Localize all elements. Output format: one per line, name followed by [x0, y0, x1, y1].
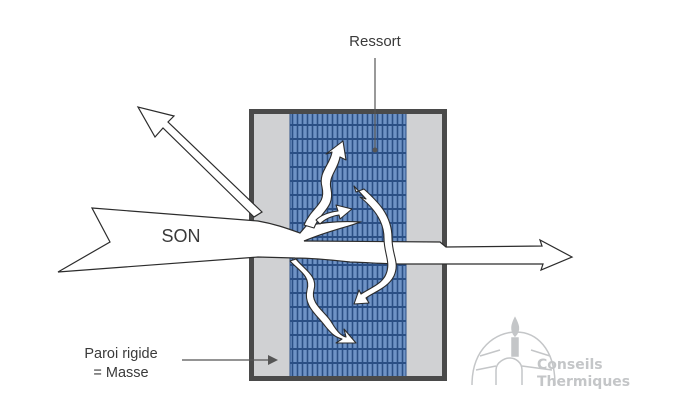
wall-label-line1: Paroi rigide — [84, 346, 157, 362]
igloo-flame-icon — [471, 316, 556, 386]
wavy-arrow-lower — [289, 258, 357, 344]
reflected-sound-arrow — [136, 106, 263, 218]
logo-line2: Thermiques — [537, 374, 630, 390]
spring-leader-dot — [372, 147, 378, 153]
logo-line1: Conseils — [537, 357, 603, 373]
wavy-arrow-center — [315, 204, 353, 225]
sound-main-arrow — [57, 207, 574, 273]
conseils-thermiques-logo: Conseils Thermiques — [471, 316, 630, 390]
spring-label: Ressort — [349, 33, 402, 50]
wavy-arrow-upper-left — [303, 140, 347, 229]
wavy-arrow-right — [353, 185, 397, 305]
wall-label-line2: = Masse — [93, 365, 148, 381]
absorbed-sound-arrows — [289, 140, 397, 344]
wall-leader-arrowhead — [268, 355, 278, 365]
sound-label: SON — [161, 226, 200, 246]
